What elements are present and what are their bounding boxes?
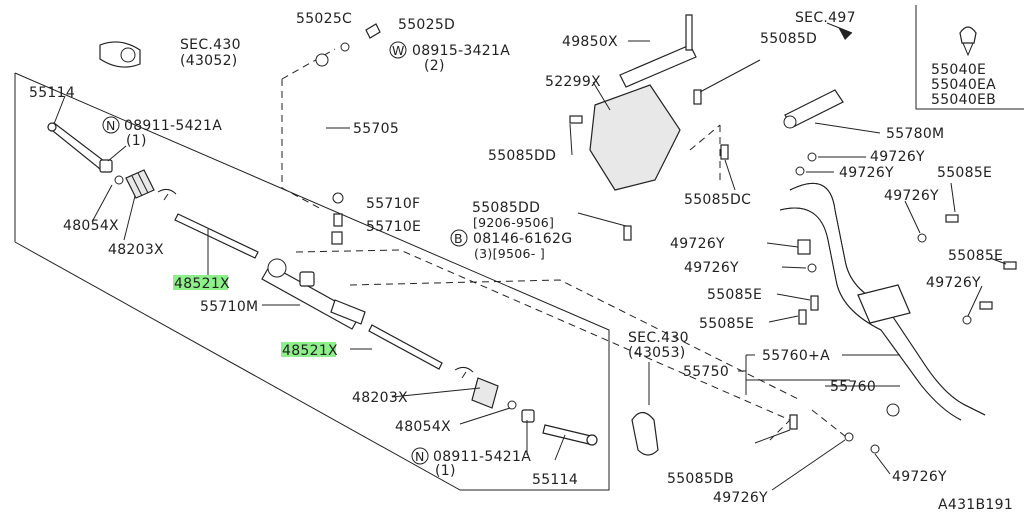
label-date-range: [9206-9506] xyxy=(473,215,554,230)
label-49726Y-6[interactable]: 49726Y xyxy=(684,260,739,276)
label-55040EB[interactable]: 55040EB xyxy=(931,92,996,108)
label-55025C[interactable]: 55025C xyxy=(296,11,352,27)
w-circle-marker xyxy=(389,41,407,59)
label-08915-3421A[interactable]: 08915-3421A xyxy=(412,43,510,59)
w-circle-letter: W xyxy=(392,43,405,58)
label-08911-5421A-bottom[interactable]: 08911-5421A xyxy=(433,449,531,465)
label-55085E-3[interactable]: 55085E xyxy=(707,287,762,303)
label-55114-top[interactable]: 55114 xyxy=(29,85,75,101)
label-sec430-top-code: (43052) xyxy=(180,53,238,69)
label-08146-qty: (3)[9506- ] xyxy=(474,246,545,261)
label-08911-top-qty: (1) xyxy=(126,133,147,149)
label-55114-bottom[interactable]: 55114 xyxy=(532,472,578,488)
label-sec430-bottom[interactable]: SEC.430 xyxy=(628,330,689,346)
label-55780M[interactable]: 55780M xyxy=(886,126,944,142)
label-55085D[interactable]: 55085D xyxy=(760,31,817,47)
n-circle-marker-bottom xyxy=(411,447,429,465)
label-49850X[interactable]: 49850X xyxy=(562,34,618,50)
label-55710M[interactable]: 55710M xyxy=(200,299,258,315)
label-49726Y-8[interactable]: 49726Y xyxy=(892,469,947,485)
n-circle-letter-bottom: N xyxy=(415,449,425,464)
label-55085E-4[interactable]: 55085E xyxy=(699,316,754,332)
label-55760-A[interactable]: 55760+A xyxy=(762,348,830,364)
label-55040E[interactable]: 55040E xyxy=(931,62,986,78)
label-55040EA[interactable]: 55040EA xyxy=(931,77,996,93)
label-49726Y-3[interactable]: 49726Y xyxy=(884,188,939,204)
label-48203X-bottom[interactable]: 48203X xyxy=(352,390,408,406)
label-sec430-bottom-code: (43053) xyxy=(628,345,686,361)
label-55085DD-top[interactable]: 55085DD xyxy=(488,148,556,164)
label-sec430-top[interactable]: SEC.430 xyxy=(180,37,241,53)
label-48054X-top[interactable]: 48054X xyxy=(63,218,119,234)
label-08915-qty: (2) xyxy=(424,58,445,74)
label-48203X-top[interactable]: 48203X xyxy=(108,242,164,258)
label-52299X[interactable]: 52299X xyxy=(545,74,601,90)
label-55025D[interactable]: 55025D xyxy=(398,17,455,33)
label-55750[interactable]: 55750 xyxy=(683,364,729,380)
label-55085DB[interactable]: 55085DB xyxy=(667,471,734,487)
label-48054X-bottom[interactable]: 48054X xyxy=(395,419,451,435)
label-48521X-mid[interactable]: 48521X xyxy=(282,343,338,359)
label-55710E[interactable]: 55710E xyxy=(366,219,421,235)
label-49726Y-4[interactable]: 49726Y xyxy=(926,275,981,291)
label-55085DD-mid[interactable]: 55085DD xyxy=(472,200,540,216)
label-08146-6162G[interactable]: 08146-6162G xyxy=(473,231,572,247)
label-55705[interactable]: 55705 xyxy=(353,121,399,137)
highlight-48521X-top xyxy=(173,275,228,290)
diagram-code: A431B191 xyxy=(938,497,1013,512)
label-49726Y-1[interactable]: 49726Y xyxy=(870,149,925,165)
label-55710F[interactable]: 55710F xyxy=(366,196,420,212)
inset-box-outline xyxy=(915,5,1024,110)
label-55085E-1[interactable]: 55085E xyxy=(937,165,992,181)
b-circle-letter: B xyxy=(454,231,463,246)
label-49726Y-5[interactable]: 49726Y xyxy=(670,236,725,252)
label-55085E-2[interactable]: 55085E xyxy=(948,248,1003,264)
n-circle-marker-top xyxy=(102,116,120,134)
highlight-48521X-mid xyxy=(281,342,336,357)
label-55760[interactable]: 55760 xyxy=(830,379,876,395)
label-sec497[interactable]: SEC.497 xyxy=(795,10,856,26)
label-55085DC[interactable]: 55085DC xyxy=(684,192,751,208)
label-49726Y-2[interactable]: 49726Y xyxy=(839,165,894,181)
label-48521X-top[interactable]: 48521X xyxy=(174,276,230,292)
n-circle-letter-top: N xyxy=(106,118,116,133)
b-circle-marker xyxy=(450,229,468,247)
label-49726Y-7[interactable]: 49726Y xyxy=(713,490,768,506)
label-08911-bottom-qty: (1) xyxy=(435,463,456,479)
label-08911-5421A-top[interactable]: 08911-5421A xyxy=(124,118,222,134)
